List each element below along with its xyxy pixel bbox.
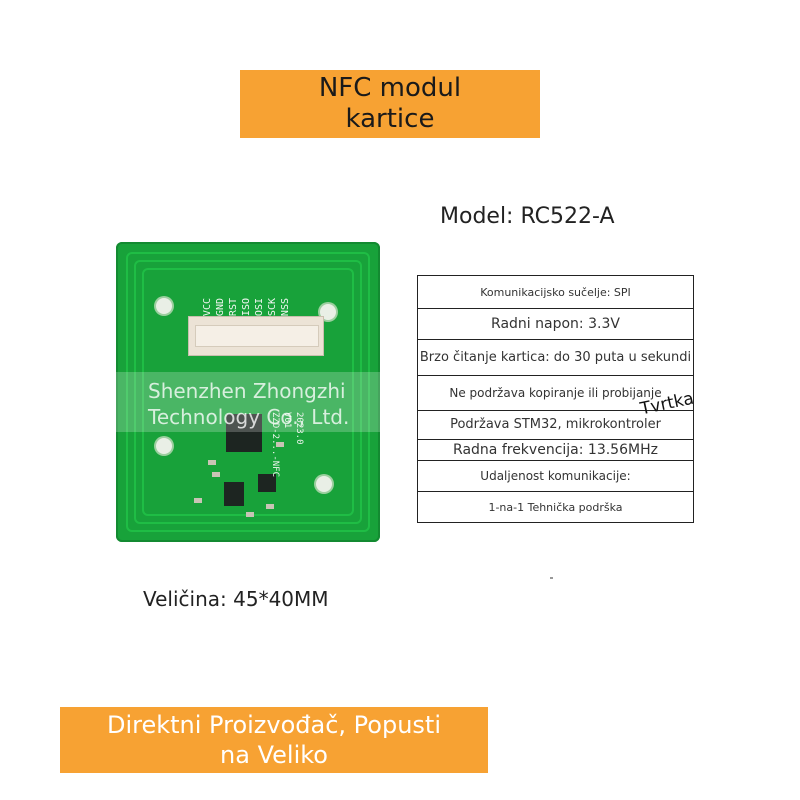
spec-row: Komunikacijsko sučelje: SPI	[418, 276, 693, 309]
pin-label: SCK	[267, 298, 278, 317]
component-chip	[224, 482, 244, 506]
spec-row: Podržava STM32, mikrokontroler	[418, 411, 693, 440]
antenna-coil	[126, 252, 370, 532]
component-chip	[258, 474, 276, 492]
smd-component	[194, 498, 202, 503]
spec-row: Udaljenost komunikacije:	[418, 461, 693, 492]
pin-header-connector	[188, 316, 324, 356]
smd-component	[266, 504, 274, 509]
model-label: Model: RC522-A	[440, 204, 615, 229]
spec-row: Radna frekvencija: 13.56MHz	[418, 440, 693, 461]
decorative-dot	[550, 577, 553, 579]
smd-component	[208, 460, 216, 465]
mounting-hole	[156, 298, 172, 314]
pin-label: RST	[228, 298, 239, 317]
mounting-hole	[156, 438, 172, 454]
mounting-hole	[320, 304, 336, 320]
watermark-text: Shenzhen Zhongzhi Technology Co., Ltd.	[148, 378, 408, 430]
spec-row: Radni napon: 3.3V	[418, 309, 693, 340]
promo-line-2: na Veliko	[220, 741, 328, 769]
promo-line-1: Direktni Proizvođač, Popusti	[106, 711, 442, 739]
watermark-band	[0, 372, 800, 432]
title-line-2: kartice	[345, 104, 435, 134]
spec-table: Komunikacijsko sučelje: SPI Radni napon:…	[417, 275, 694, 523]
size-label: Veličina: 45*40MM	[143, 587, 329, 611]
spec-row: Brzo čitanje kartica: do 30 puta u sekun…	[418, 340, 693, 376]
nfc-module-board-image: VCC GND RST MISO MOSI SCK NSS ZZD-2...-N…	[116, 242, 380, 542]
smd-component	[246, 512, 254, 517]
title-line-1: NFC modul	[318, 73, 462, 103]
mounting-hole	[316, 476, 332, 492]
watermark-line-2: Technology Co., Ltd.	[148, 405, 350, 429]
spec-row: 1-na-1 Tehnička podrška	[418, 492, 693, 523]
watermark-line-1: Shenzhen Zhongzhi	[148, 379, 346, 403]
rc522-chip	[226, 414, 262, 452]
connector-slot	[195, 325, 319, 347]
promo-banner: Direktni Proizvođač, Popusti na Veliko	[60, 707, 488, 773]
title-banner: NFC modul kartice	[240, 70, 540, 138]
smd-component	[212, 472, 220, 477]
pin-label: NSS	[280, 298, 291, 317]
pin-label: VCC	[202, 298, 213, 317]
antenna-coil	[134, 260, 362, 524]
spec-row: Ne podržava kopiranje ili probijanje	[418, 376, 693, 411]
smd-component	[276, 442, 284, 447]
pin-label: GND	[215, 298, 226, 317]
